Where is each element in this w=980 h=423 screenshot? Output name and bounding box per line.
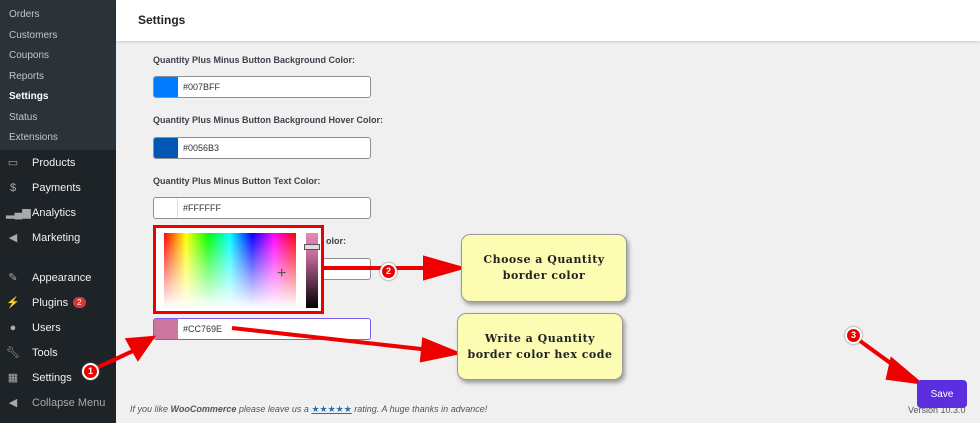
footer-text: If you like (130, 404, 171, 414)
field-label: Quantity Plus Minus Button Background Co… (153, 55, 355, 65)
footer-brand: WooCommerce (170, 404, 237, 414)
version-text: Version 10.3.0 (908, 405, 966, 415)
submenu-reports[interactable]: Reports (9, 70, 45, 82)
menu-appearance[interactable]: ✎ Appearance (0, 265, 116, 290)
menu-users[interactable]: ● Users (0, 315, 116, 340)
color-value: #0056B3 (183, 143, 220, 153)
collapse-menu-button[interactable]: ◀ Collapse Menu (0, 390, 116, 415)
bg-hover-color-input[interactable]: #0056B3 (153, 137, 371, 159)
field-label: olor: (326, 236, 346, 246)
menu-settings[interactable]: ▦ Settings (0, 365, 116, 390)
color-picker: + (153, 225, 324, 314)
menu-label: Marketing (32, 231, 81, 244)
submenu-status[interactable]: Status (9, 111, 38, 123)
archive-icon: ▭ (7, 156, 19, 169)
plugins-update-badge: 2 (73, 297, 86, 308)
woocommerce-submenu: Orders Customers Coupons Reports Setting… (0, 0, 116, 150)
footer-text: rating. A huge thanks in advance! (351, 404, 488, 414)
wrench-icon: 🔧︎ (6, 346, 20, 359)
menu-products[interactable]: ▭ Products (0, 150, 116, 175)
arrow-head (885, 356, 925, 385)
submenu-customers[interactable]: Customers (9, 29, 58, 41)
menu-tools[interactable]: 🔧︎ Tools (0, 340, 116, 365)
arrow-head (124, 335, 157, 362)
menu-payments[interactable]: $ Payments (0, 175, 116, 200)
color-swatch[interactable] (154, 198, 178, 218)
callout-write-hex: Write a Quantity border color hex code (457, 313, 623, 380)
callout-choose-color: Choose a Quantity border color (461, 234, 627, 302)
crosshair-icon[interactable]: + (277, 265, 287, 282)
menu-label: Users (32, 321, 61, 334)
hex-code-input[interactable]: #CC769E (153, 318, 371, 340)
page-title: Settings (138, 13, 186, 27)
footer-rating-text: If you like WooCommerce please leave us … (130, 404, 487, 415)
rating-stars-link[interactable]: ★★★★★ (311, 404, 352, 414)
menu-marketing[interactable]: ◀ Marketing (0, 225, 116, 250)
menu-label: Payments (32, 181, 81, 194)
color-swatch[interactable] (154, 138, 178, 158)
color-gradient-area[interactable] (164, 233, 296, 308)
admin-sidebar: Orders Customers Coupons Reports Setting… (0, 0, 116, 423)
color-swatch[interactable] (154, 77, 178, 97)
arrow-head (423, 255, 468, 281)
arrow-line (231, 326, 431, 352)
color-value: #007BFF (183, 82, 221, 92)
menu-label: Products (32, 156, 76, 169)
paintbrush-icon: ✎ (8, 271, 18, 284)
color-value: #CC769E (183, 324, 223, 334)
submenu-settings[interactable]: Settings (9, 91, 49, 102)
collapse-icon: ◀ (8, 396, 18, 409)
step-1-marker: 1 (82, 363, 99, 380)
step-2-marker: 2 (380, 263, 397, 280)
step-3-marker: 3 (845, 327, 862, 344)
field-label: Quantity Plus Minus Button Background Ho… (153, 115, 384, 125)
bg-color-input[interactable]: #007BFF (153, 76, 371, 98)
page-header: Settings (116, 0, 980, 41)
color-swatch[interactable] (154, 319, 178, 339)
menu-label: Appearance (32, 271, 92, 284)
submenu-extensions[interactable]: Extensions (9, 132, 58, 143)
settings-icon: ▦ (7, 371, 19, 384)
arrow-line (91, 348, 136, 372)
submenu-coupons[interactable]: Coupons (9, 50, 50, 61)
save-button[interactable]: Save (917, 380, 967, 408)
megaphone-icon: ◀ (8, 231, 18, 244)
menu-label: Settings (32, 371, 72, 384)
menu-label: Analytics (32, 206, 77, 219)
arrow-head (419, 337, 463, 363)
slider-handle[interactable] (304, 244, 320, 250)
menu-analytics[interactable]: ▂▄▆Analytics (0, 200, 116, 225)
field-label: Quantity Plus Minus Button Text Color: (153, 176, 321, 186)
user-icon: ● (9, 321, 17, 334)
color-value: #FFFFFF (183, 203, 221, 213)
menu-plugins[interactable]: ⚡ Plugins 2 (0, 290, 116, 315)
dollar-icon: $ (9, 181, 17, 194)
plug-icon: ⚡ (6, 296, 20, 309)
submenu-orders[interactable]: Orders (9, 9, 40, 20)
text-color-input[interactable]: #FFFFFF (153, 197, 371, 219)
footer-text: please leave us a (236, 404, 312, 414)
menu-label: Plugins (32, 296, 69, 309)
menu-label: Tools (32, 346, 58, 359)
color-shade-slider[interactable] (306, 233, 318, 308)
menu-label: Collapse Menu (32, 396, 106, 409)
